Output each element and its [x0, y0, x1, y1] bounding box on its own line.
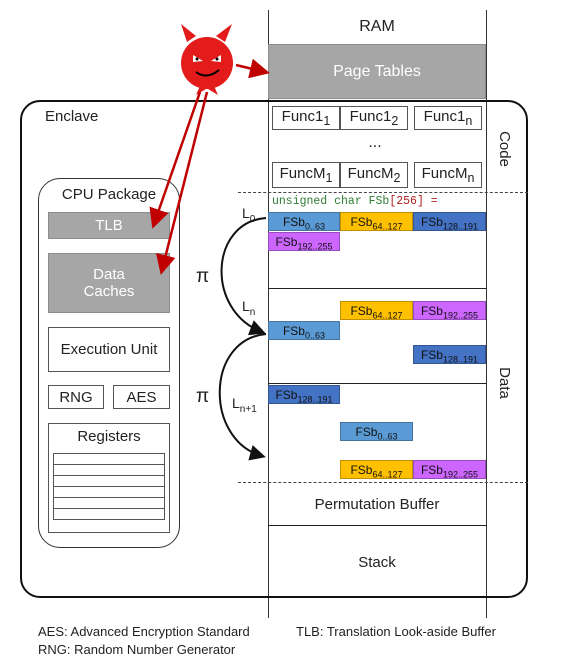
- attack-arrow-tlb: [149, 91, 202, 229]
- ram-left-border: [268, 10, 269, 618]
- ln-fsb-128-191: FSb128..191: [413, 345, 486, 364]
- ln1-fsb-0-63: FSb0..63: [340, 422, 413, 441]
- enclave-box: [20, 100, 528, 598]
- execution-unit-box: Execution Unit: [48, 327, 170, 372]
- funcM-2-box: FuncM2: [340, 162, 408, 188]
- func1-n-box: Func1n: [414, 106, 482, 130]
- cpu-package-box: [38, 178, 180, 548]
- code-data-boundary: [238, 192, 528, 193]
- attack-arrow-data-caches: [155, 91, 209, 275]
- l0-fsb-64-127: FSb64..127: [340, 212, 413, 231]
- ln1-fsb-64-127: FSb64..127: [340, 460, 413, 479]
- ram-title: RAM: [359, 18, 395, 35]
- register-slots: [53, 453, 165, 520]
- permutation-pi-2: π: [196, 386, 210, 407]
- layout-label-l0: L0: [242, 205, 256, 225]
- page-tables-box: Page Tables: [268, 44, 486, 99]
- ln1-fsb-192-255: FSb192..255: [413, 460, 486, 479]
- layout-separator-2: [268, 383, 486, 384]
- devil-attacker-icon: [181, 24, 233, 95]
- func1-2-box: Func12: [340, 106, 408, 130]
- ln-fsb-192-255: FSb192..255: [413, 301, 486, 320]
- stack: Stack: [358, 553, 396, 571]
- ln-fsb-0-63: FSb0..63: [268, 321, 340, 340]
- l0-fsb-128-191: FSb128..191: [413, 212, 486, 231]
- l0-fsb-192-255: FSb192..255: [268, 232, 340, 251]
- ram-right-border: [486, 10, 487, 618]
- fsb-declaration: unsigned char FSb[256] =: [272, 195, 438, 208]
- permutation-curve-1: [220, 217, 267, 336]
- legend-rng: RNG: Random Number Generator: [38, 642, 236, 657]
- cpu-package-title: CPU Package: [61, 185, 157, 203]
- aes-box: AES: [113, 385, 170, 409]
- data-permbuf-boundary: [238, 482, 528, 483]
- layout-label-ln: Ln: [242, 298, 256, 318]
- permbuf-stack-separator: [268, 525, 486, 526]
- ln-fsb-64-127: FSb64..127: [340, 301, 413, 320]
- legend-tlb: TLB: Translation Look-aside Buffer: [296, 624, 496, 639]
- funcM-n-box: FuncMn: [414, 162, 482, 188]
- registers-label: Registers: [77, 428, 141, 445]
- rng-box: RNG: [48, 385, 104, 409]
- funcM-1-box: FuncM1: [272, 162, 340, 188]
- ln1-fsb-128-191: FSb128..191: [268, 385, 340, 404]
- layout-separator-1: [268, 288, 486, 289]
- enclave-label: Enclave: [45, 108, 99, 125]
- layout-label-ln1: Ln+1: [232, 395, 257, 415]
- permutation-buffer: Permutation Buffer: [314, 495, 440, 513]
- permutation-pi-1: π: [196, 266, 210, 287]
- attack-arrow-page-tables: [235, 58, 270, 79]
- legend-aes: AES: Advanced Encryption Standard: [38, 624, 250, 639]
- func1-1-box: Func11: [272, 106, 340, 130]
- func-ellipsis: ...: [368, 134, 382, 151]
- l0-fsb-0-63: FSb0..63: [268, 212, 340, 231]
- registers-box: Registers: [48, 423, 170, 533]
- permutation-curve-2: [218, 333, 267, 461]
